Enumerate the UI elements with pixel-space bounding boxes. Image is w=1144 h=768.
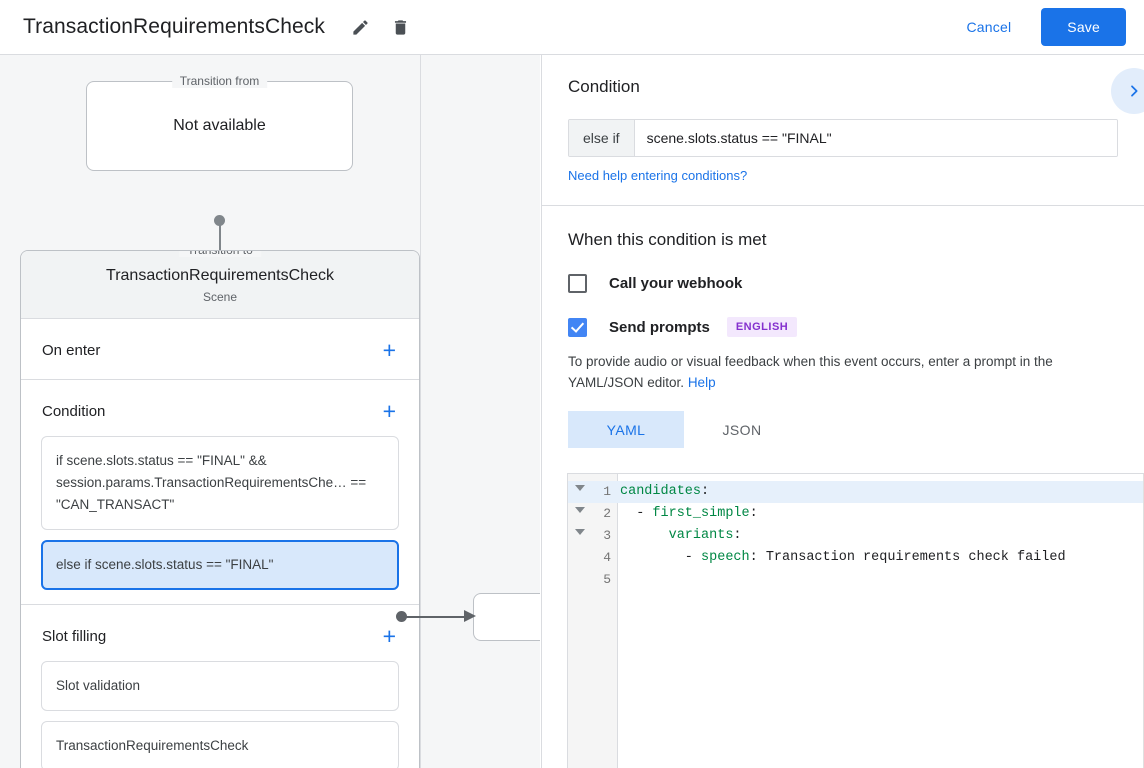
editor-line[interactable]: 4 - speech: Transaction requirements che… [568, 547, 1144, 569]
edge-arrow-right-icon [464, 610, 476, 622]
section-on-enter-title: On enter [42, 342, 101, 359]
send-prompts-description: To provide audio or visual feedback when… [568, 351, 1118, 393]
editor-line-number: 3 [603, 528, 611, 543]
panel-condition-heading: Condition [568, 77, 640, 96]
add-condition-button[interactable]: + [382, 398, 396, 424]
send-prompts-label: Send prompts [609, 318, 710, 336]
editor-line-code: - first_simple: [620, 506, 758, 521]
condition-expression-input[interactable] [634, 120, 1117, 156]
section-condition: Condition + if scene.slots.status == "FI… [21, 380, 419, 605]
tab-json[interactable]: JSON [684, 411, 800, 448]
condition-item[interactable]: if scene.slots.status == "FINAL" && sess… [41, 436, 399, 530]
editor-line[interactable]: 1 candidates: [568, 481, 1144, 503]
transition-to-header[interactable]: TransactionRequirementsCheck Scene [21, 251, 419, 319]
connector-line-vertical [219, 221, 221, 271]
transition-from-value: Not available [173, 117, 266, 134]
condition-prefix-label: else if [569, 120, 635, 156]
yaml-key: variants [668, 528, 734, 543]
send-prompts-checkbox[interactable] [568, 317, 587, 337]
editor-line-number: 1 [603, 484, 611, 499]
webhook-checkbox-row[interactable]: Call your webhook [568, 274, 1118, 293]
editor-line-code: candidates: [620, 484, 710, 499]
section-on-enter: On enter + [21, 319, 419, 380]
condition-input-row[interactable]: else if [568, 119, 1118, 157]
connector-dot-top [214, 215, 225, 226]
send-prompts-description-text: To provide audio or visual feedback when… [568, 354, 1053, 390]
yaml-key: first_simple [652, 506, 750, 521]
tab-yaml[interactable]: YAML [568, 411, 684, 448]
transition-to-subtitle: Scene [202, 290, 238, 304]
transition-to-legend: Transition to [179, 251, 261, 257]
call-webhook-checkbox[interactable] [568, 274, 587, 293]
cancel-button[interactable]: Cancel [955, 11, 1024, 43]
chevron-right-icon [1131, 85, 1138, 97]
transition-to-card: Transition to TransactionRequirementsChe… [20, 250, 420, 768]
editor-gutter [568, 474, 618, 768]
yaml-key: speech [701, 550, 750, 565]
language-badge: ENGLISH [726, 317, 798, 337]
transition-from-card[interactable]: Transition from Not available [86, 74, 353, 171]
section-condition-header: Condition + [21, 380, 419, 426]
section-condition-title: Condition [42, 403, 106, 420]
section-slot-filling-header: Slot filling + [21, 605, 419, 651]
delete-button[interactable] [386, 13, 414, 41]
fold-triangle-icon[interactable] [575, 529, 585, 535]
section-slot-filling: Slot filling + Slot validation Transacti… [21, 605, 419, 768]
save-button[interactable]: Save [1041, 8, 1126, 46]
send-prompts-checkbox-row[interactable]: Send prompts ENGLISH [568, 317, 1118, 337]
send-prompts-help-link[interactable]: Help [687, 375, 716, 390]
panel-when-met-section: When this condition is met Call your web… [542, 206, 1144, 468]
slot-filling-item[interactable]: TransactionRequirementsCheck [41, 721, 399, 768]
edge-line-horizontal [402, 616, 466, 618]
editor-format-tabs: YAML JSON [568, 411, 1118, 448]
trash-icon [394, 19, 406, 35]
slot-filling-item[interactable]: Slot validation [41, 661, 399, 711]
expand-panel-button[interactable] [1111, 68, 1144, 114]
pencil-icon [352, 19, 368, 35]
next-node-card[interactable] [473, 593, 540, 641]
section-on-enter-header: On enter + [21, 319, 419, 365]
fold-triangle-icon[interactable] [575, 507, 585, 513]
call-webhook-label: Call your webhook [609, 275, 743, 292]
when-met-heading: When this condition is met [568, 230, 767, 249]
add-on-enter-button[interactable]: + [382, 337, 396, 363]
yaml-key: candidates [620, 484, 702, 499]
condition-help-link[interactable]: Need help entering conditions? [568, 168, 748, 183]
condition-item-selected[interactable]: else if scene.slots.status == "FINAL" [41, 540, 399, 590]
panel-condition-section: Condition else if Need help entering con… [542, 55, 1144, 206]
editor-line-number: 5 [603, 572, 611, 587]
transition-to-title: TransactionRequirementsCheck [106, 267, 334, 284]
editor-line[interactable]: 2 - first_simple: [568, 503, 1144, 525]
page-title: TransactionRequirementsCheck [23, 15, 325, 38]
fold-triangle-icon[interactable] [575, 485, 585, 491]
edit-button[interactable] [346, 13, 374, 41]
editor-line-number: 4 [603, 550, 611, 565]
transition-from-legend: Transition from [171, 74, 268, 88]
edge-source-dot [396, 611, 407, 622]
editor-line-number: 2 [603, 506, 611, 521]
editor-line-code: variants: [668, 528, 742, 543]
section-slot-filling-title: Slot filling [42, 628, 107, 645]
flow-canvas[interactable]: Transition from Not available Transition… [0, 55, 540, 768]
editor-line-code: - speech: Transaction requirements check… [620, 550, 1066, 565]
add-slot-filling-button[interactable]: + [382, 623, 396, 649]
editor-line[interactable]: 5 [568, 569, 1144, 591]
top-app-bar: TransactionRequirementsCheck Cancel Save [0, 0, 1144, 55]
editor-line[interactable]: 3 variants: [568, 525, 1144, 547]
canvas-divider-line [420, 55, 421, 768]
